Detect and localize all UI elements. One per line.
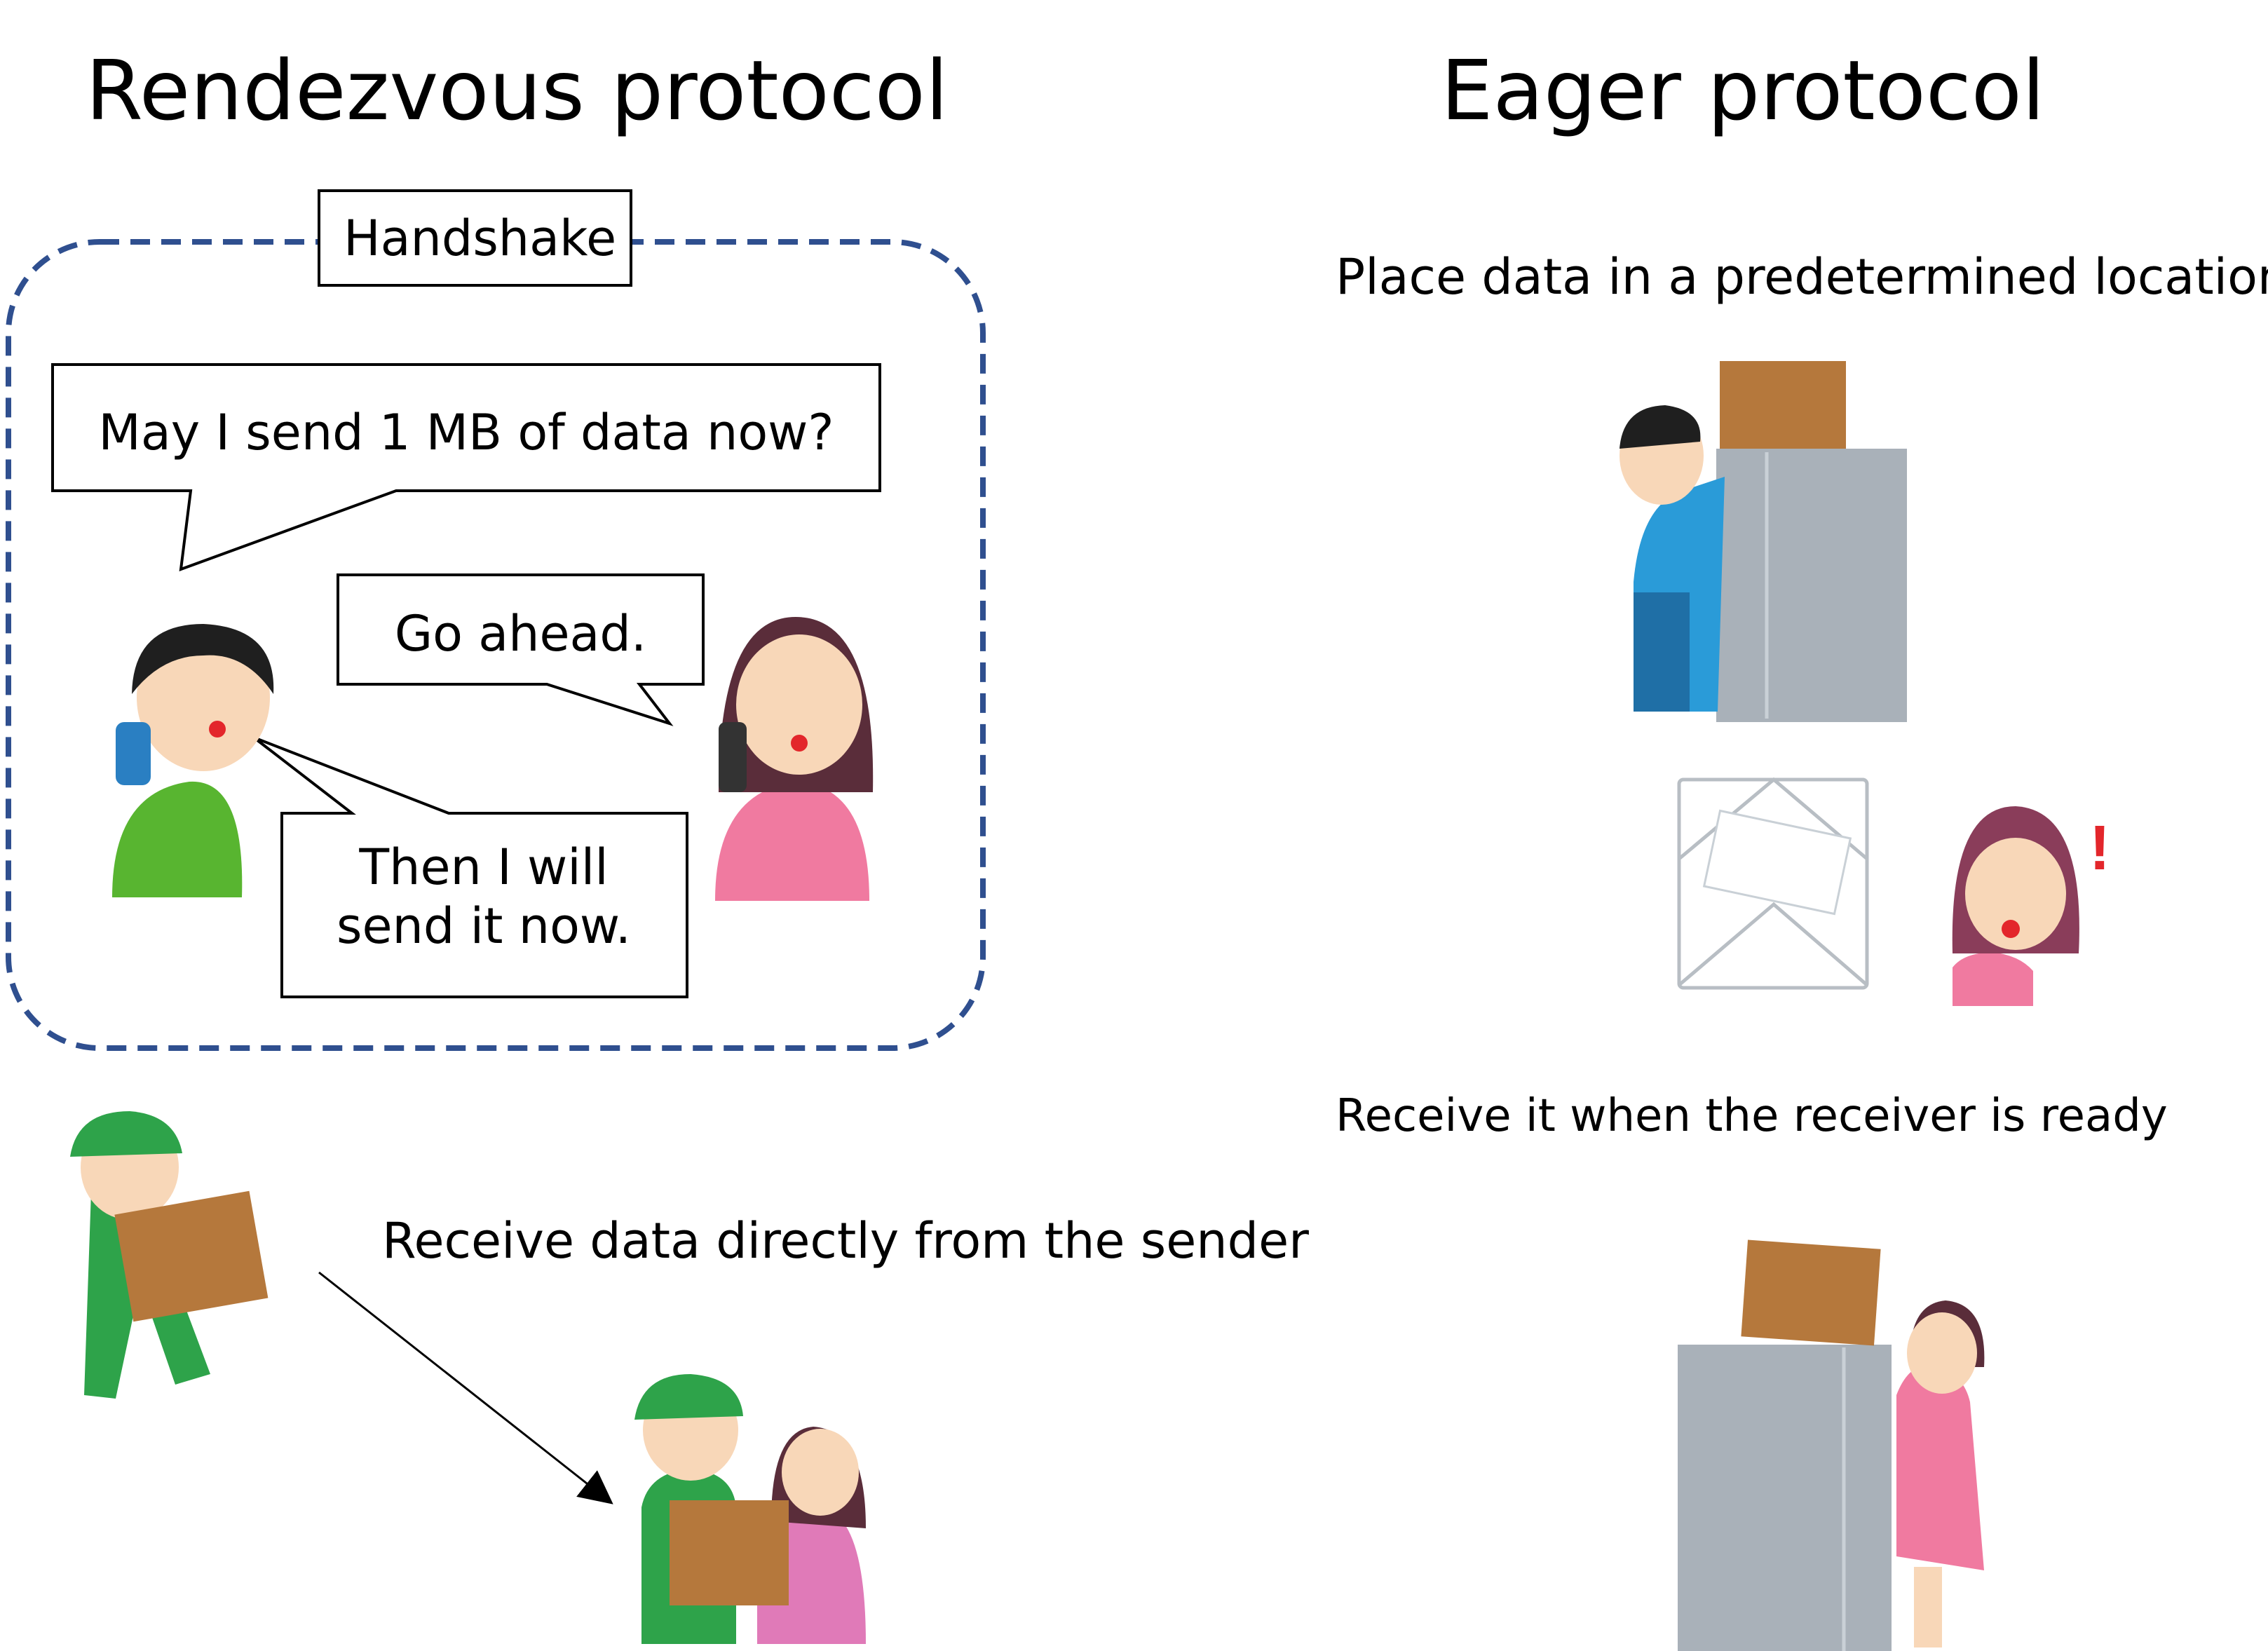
bubble-confirm-text: Then I will send it now.	[337, 838, 631, 955]
eager-sender-figure	[1619, 361, 1907, 722]
handshake-label: Handshake	[344, 210, 617, 267]
bubble-ask-text: May I send 1 MB of data now?	[98, 404, 834, 461]
receiver-on-phone-figure	[715, 617, 874, 901]
bubble-ask	[51, 363, 881, 572]
delivery-arrow	[318, 1271, 613, 1504]
delivery-handoff-figure	[634, 1374, 866, 1644]
bubble-confirm	[252, 736, 688, 998]
rendezvous-caption: Receive data directly from the sender	[382, 1212, 1309, 1270]
bubble-reply-text: Go ahead.	[394, 605, 647, 663]
alert-exclamation-icon: !	[2089, 813, 2110, 883]
rendezvous-title: Rendezvous protocol	[86, 42, 949, 139]
envelope-icon	[1677, 777, 1869, 990]
bubble-reply	[337, 573, 705, 726]
handshake-region	[6, 239, 986, 1051]
delivery-sender-figure	[70, 1111, 269, 1399]
locker-bottom	[1678, 1345, 1892, 1651]
locker-top	[1716, 449, 1907, 722]
eager-title: Eager protocol	[1441, 42, 2045, 139]
eager-receiver-figure	[1678, 1239, 1985, 1651]
surprised-receiver-figure: !	[1952, 806, 2110, 1006]
sender-on-phone-figure	[112, 624, 274, 897]
eager-caption-place: Place data in a predetermined location	[1336, 248, 2268, 306]
handshake-label-box	[318, 189, 632, 287]
eager-caption-receive: Receive it when the receiver is ready	[1336, 1090, 2168, 1142]
